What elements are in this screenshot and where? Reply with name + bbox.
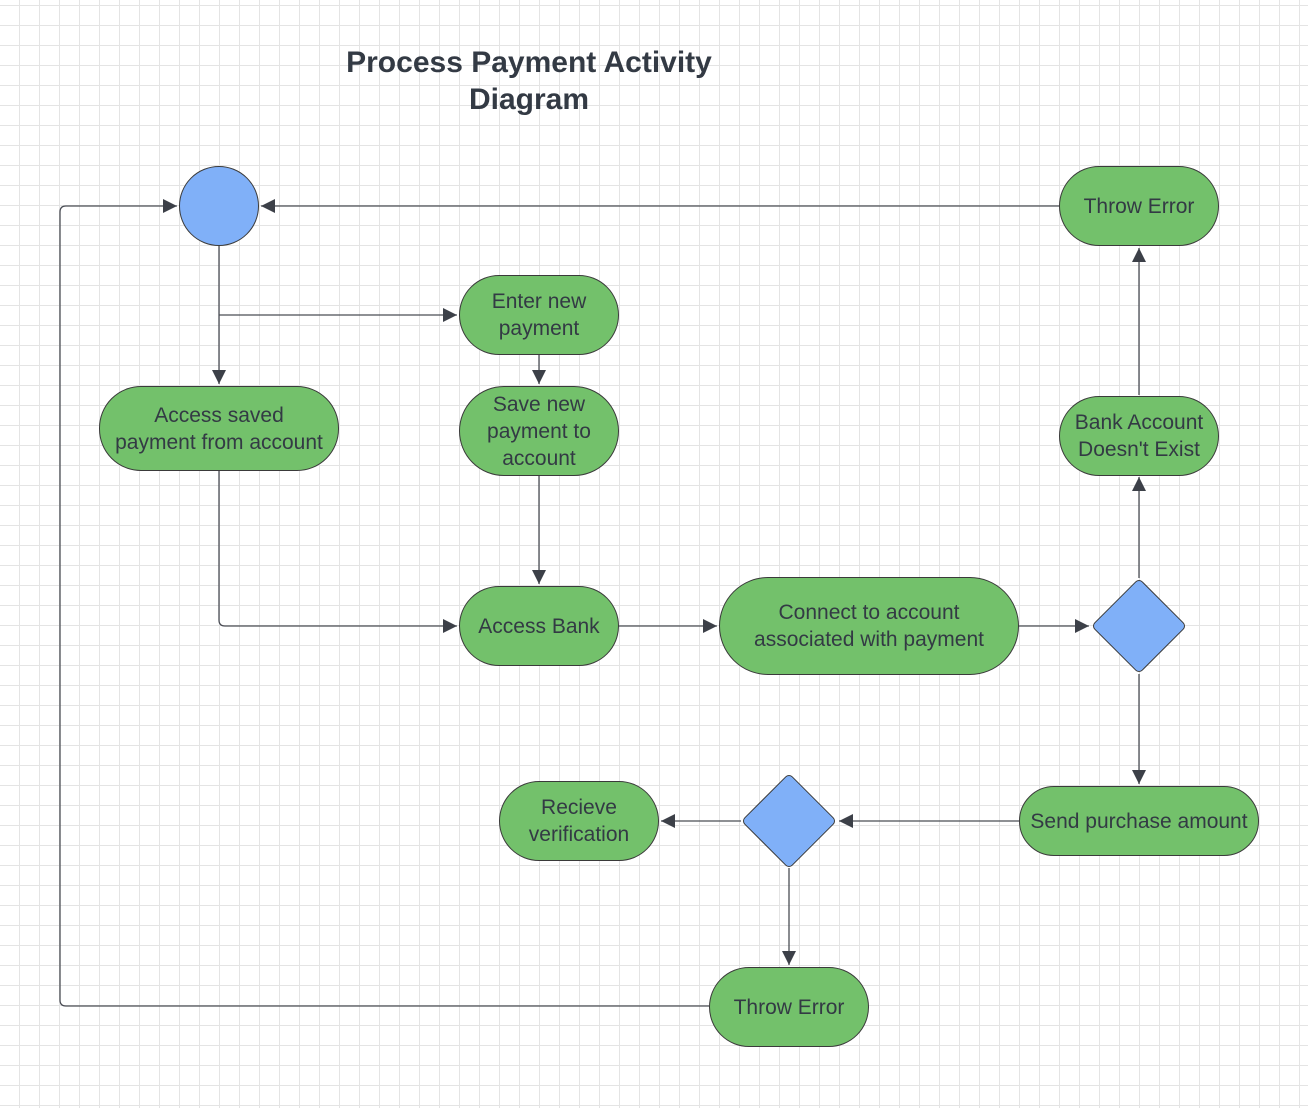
- edge-access-saved-to-access-bank: [218, 471, 457, 633]
- edge-throw-error-loop-to-start: [59, 199, 709, 1007]
- title-line-1: Process Payment Activity: [346, 46, 712, 79]
- activity-access-bank: Access Bank: [459, 586, 619, 666]
- activity-throw-error-top-label: Throw Error: [1083, 194, 1195, 218]
- activity-save-new-payment-label: Save new payment to account: [487, 392, 591, 470]
- activity-throw-error-bottom-label: Throw Error: [733, 995, 845, 1019]
- activity-recieve-verification-label: Recieve verification: [528, 796, 630, 846]
- activity-bank-account-doesnt-exist-label: Bank Account Doesn't Exist: [1074, 411, 1204, 461]
- activity-access-bank-label: Access Bank: [478, 614, 600, 638]
- title-line-2: Diagram: [468, 83, 590, 116]
- activity-throw-error-bottom: Throw Error: [709, 967, 869, 1047]
- activity-save-new-payment: Save new payment to account: [459, 386, 619, 476]
- activity-enter-new-payment: Enter new payment: [459, 275, 619, 355]
- activity-send-purchase-amount-label: Send purchase amount: [1030, 809, 1248, 833]
- activity-connect-to-account-label: Connect to account associated with payme…: [754, 601, 984, 651]
- activity-access-saved-payment-label: Access saved payment from account: [115, 403, 323, 454]
- activity-access-saved-payment: Access saved payment from account: [99, 386, 339, 471]
- activity-send-purchase-amount: Send purchase amount: [1019, 786, 1259, 856]
- activity-recieve-verification: Recieve verification: [499, 781, 659, 861]
- page-title: Process Payment Activity Diagram: [329, 44, 729, 118]
- initial-node: [179, 166, 259, 246]
- activity-enter-new-payment-label: Enter new payment: [491, 290, 587, 340]
- activity-throw-error-top: Throw Error: [1059, 166, 1219, 246]
- activity-connect-to-account: Connect to account associated with payme…: [719, 577, 1019, 675]
- activity-bank-account-doesnt-exist: Bank Account Doesn't Exist: [1059, 396, 1219, 476]
